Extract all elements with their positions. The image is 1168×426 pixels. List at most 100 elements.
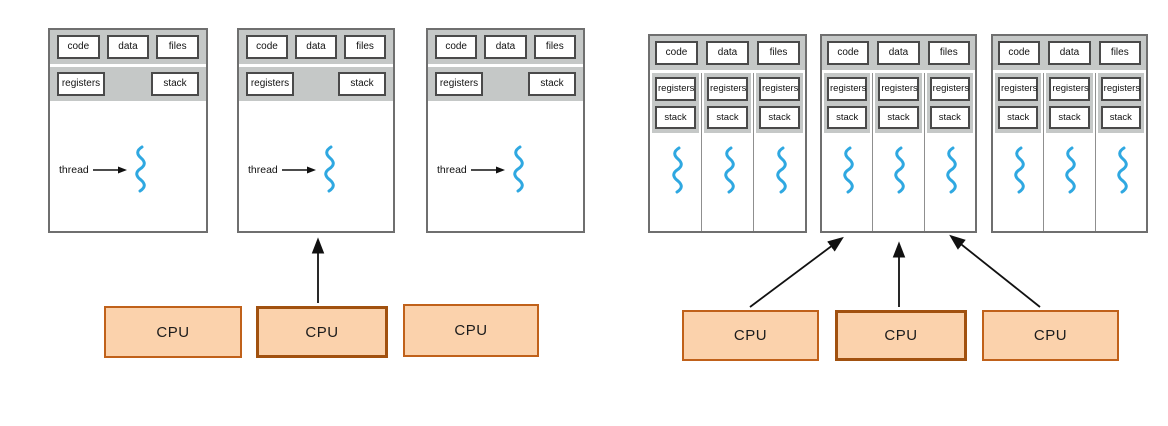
thread-column: registers stack	[1095, 73, 1146, 231]
cpu-box-left-1: CPU	[104, 306, 242, 358]
thread-label: thread	[59, 164, 89, 176]
thread-squiggle-icon	[723, 146, 735, 194]
stack-box: stack	[998, 105, 1039, 129]
thread-arrow-icon	[470, 166, 505, 174]
registers-box: registers	[998, 77, 1039, 101]
stack-box: stack	[827, 105, 868, 129]
thread-squiggle-icon	[324, 145, 335, 193]
stack-box: stack	[1100, 105, 1141, 129]
thread-private-area: registers stack	[1046, 73, 1093, 133]
code-box: code	[998, 41, 1041, 65]
thread-squiggle-icon	[671, 146, 683, 194]
registers-box: registers	[246, 72, 294, 96]
data-box: data	[1048, 41, 1091, 65]
thread-label: thread	[248, 164, 278, 176]
thread-area	[822, 133, 873, 231]
registers-box: registers	[655, 77, 696, 101]
files-box: files	[757, 41, 800, 65]
thread-columns: registers stack registers stack regist	[650, 73, 805, 231]
thread-columns: registers stack registers stack regist	[822, 73, 975, 231]
registers-box: registers	[707, 77, 748, 101]
single-threaded-process-2: code data files registers stack thread	[237, 28, 395, 233]
registers-box: registers	[878, 77, 919, 101]
registers-box: registers	[929, 77, 970, 101]
thread-area	[650, 133, 701, 231]
process-register-row: registers stack	[239, 67, 393, 101]
thread-pointer: thread	[248, 145, 336, 195]
files-box: files	[344, 35, 386, 59]
stack-box: stack	[655, 105, 696, 129]
registers-box: registers	[759, 77, 800, 101]
thread-area	[993, 133, 1044, 231]
code-box: code	[827, 41, 870, 65]
thread-squiggle-icon	[1014, 146, 1025, 194]
code-box: code	[655, 41, 698, 65]
multi-threaded-process-3: code data files registers stack register…	[991, 34, 1148, 233]
files-box: files	[1098, 41, 1141, 65]
thread-private-area: registers stack	[875, 73, 922, 133]
multi-threaded-process-1: code data files registers stack register…	[648, 34, 807, 233]
single-threaded-process-3: code data files registers stack thread	[426, 28, 585, 233]
thread-squiggle-icon	[775, 146, 787, 194]
cpu-box-left-2: CPU	[256, 306, 388, 358]
data-box: data	[706, 41, 749, 65]
cpu-box-right-3: CPU	[982, 310, 1119, 361]
code-box: code	[246, 35, 288, 59]
data-box: data	[106, 35, 150, 59]
thread-area	[702, 133, 753, 231]
thread-label: thread	[437, 164, 467, 176]
stack-box: stack	[528, 72, 576, 96]
shared-header-row: code data files	[822, 36, 975, 73]
code-box: code	[57, 35, 100, 59]
registers-box: registers	[827, 77, 868, 101]
registers-box: registers	[57, 72, 105, 96]
thread-column: registers stack	[702, 73, 754, 231]
process-body: thread	[239, 101, 393, 231]
thread-area	[873, 133, 924, 231]
thread-squiggle-icon	[843, 146, 854, 194]
code-box: code	[435, 35, 478, 59]
registers-box: registers	[435, 72, 483, 96]
thread-private-area: registers stack	[926, 73, 973, 133]
cpu-box-left-3: CPU	[403, 304, 539, 357]
thread-squiggle-icon	[894, 146, 906, 194]
data-box: data	[484, 35, 527, 59]
stack-box: stack	[1049, 105, 1090, 129]
thread-private-area: registers stack	[756, 73, 803, 133]
process-header-row: code data files	[50, 30, 206, 67]
data-box: data	[877, 41, 920, 65]
thread-columns: registers stack registers stack regist	[993, 73, 1146, 231]
thread-area	[754, 133, 805, 231]
thread-area	[924, 133, 975, 231]
thread-private-area: registers stack	[704, 73, 751, 133]
registers-box: registers	[1100, 77, 1141, 101]
shared-header-row: code data files	[650, 36, 805, 73]
files-box: files	[156, 35, 200, 59]
stack-box: stack	[878, 105, 919, 129]
thread-column: registers stack	[650, 73, 702, 231]
thread-squiggle-icon	[1065, 146, 1077, 194]
process-register-row: registers stack	[428, 67, 583, 101]
thread-pointer: thread	[59, 145, 147, 195]
thread-area	[1095, 133, 1146, 231]
thread-private-area: registers stack	[824, 73, 871, 133]
stack-box: stack	[759, 105, 800, 129]
process-header-row: code data files	[239, 30, 393, 67]
thread-private-area: registers stack	[652, 73, 699, 133]
thread-private-area: registers stack	[995, 73, 1042, 133]
thread-column: registers stack	[1044, 73, 1096, 231]
process-body: thread	[50, 101, 206, 231]
stack-box: stack	[707, 105, 748, 129]
thread-column: registers stack	[924, 73, 975, 231]
files-box: files	[533, 35, 576, 59]
thread-column: registers stack	[873, 73, 925, 231]
thread-pointer: thread	[437, 145, 525, 195]
thread-column: registers stack	[754, 73, 805, 231]
files-box: files	[927, 41, 970, 65]
thread-private-area: registers stack	[1097, 73, 1144, 133]
thread-column: registers stack	[822, 73, 874, 231]
arrow-right-cpu3-to-thread3	[949, 234, 1041, 308]
thread-squiggle-icon	[513, 145, 524, 193]
cpu-box-right-1: CPU	[682, 310, 819, 361]
